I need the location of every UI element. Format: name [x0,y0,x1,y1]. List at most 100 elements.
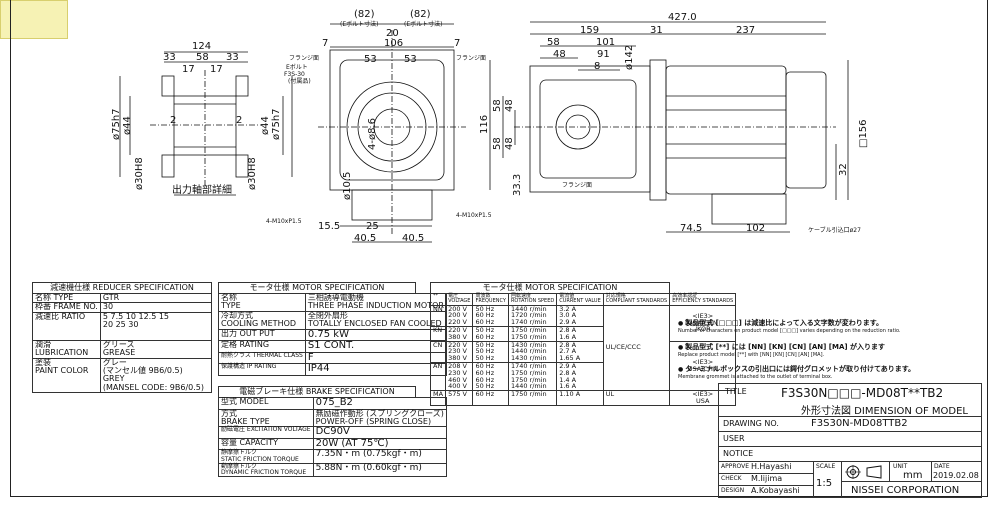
spec-key: 保護構造 IP RATING [218,363,306,376]
dim-7a: 7 [322,38,328,49]
check-name: M.Iijima [751,474,783,483]
title-label: TITLE [725,387,747,396]
cell-voltage: 208 V 230 V 460 V 400 V [445,361,474,392]
dim-106: 106 [384,38,403,49]
dim-2b: 2 [236,115,242,126]
shaft-detail-view [119,51,293,196]
dim-58d: 58 [492,137,503,150]
col-header: 回転速度 ROTATION SPEED [507,293,558,306]
spec-key: 出力 OUT PUT [218,328,306,342]
title-block: TITLE F3S30N□□□-MD08T**TB2 外形寸法図 DIMENSI… [718,383,982,498]
col-header: 周波数 FREQUENCY [472,293,509,306]
spec-key: 型式 MODEL [218,397,314,410]
spec-key: 減速比 RATIO [32,311,101,341]
side-view [489,21,849,233]
cell-code: KN [429,325,447,342]
dim-m10b: 4-M10xP1.5 [456,212,492,219]
spec-value: F [304,351,447,365]
cell-current: 2.8 A 1.6 A [556,325,604,342]
dim-25: 25 [366,221,379,232]
unit-label: UNIT [893,463,908,470]
drawing-no-label: DRAWING NO. [723,419,779,428]
dim-82a: (82) [354,9,375,20]
dim-159: 159 [580,25,599,36]
dim-phi44a: ø44 [122,116,133,135]
col-header: 電圧 VOLTAGE [445,293,474,306]
dim-m10a: 4-M10xP1.5 [266,218,302,225]
dim-58c: 58 [492,99,503,112]
company-name: NISSEI CORPORATION [851,485,960,496]
dim-124: 124 [192,41,211,52]
spec-key: 耐熱クラス THERMAL CLASS [218,351,306,365]
spec-key: 冷却方式 COOLING METHOD [218,310,306,330]
dim-427: 427.0 [668,12,697,23]
cell-current: 2.8 A 2.7 A 1.65 A [556,340,604,364]
spec-key: 潤滑 LUBRICATION [32,339,101,359]
flange-face-label-3: フランジ面 [562,182,592,189]
spec-value: 20W (AT 75℃) [312,437,447,451]
spec-value: グリース GREASE [99,339,213,359]
eyebolt-dim-note-2: (Eボルト寸法) [404,20,442,28]
eyebolt-dim-note: (Eボルト寸法) [340,20,378,28]
projection-symbol-icon [845,465,882,479]
cell-frequency: 60 Hz 60 Hz 60 Hz 50 Hz [472,361,509,392]
scale-value: 1:5 [816,478,833,489]
table-row: MA 575 V 60 Hz 1750 r/min 1.10 A UL <IE3… [429,390,737,406]
cell-voltage: 200 V 200 V 220 V [445,304,474,327]
cell-code: CN [429,340,447,364]
design-label: DESIGN [721,487,745,494]
dim-237: 237 [736,25,755,36]
dim-155: 15.5 [318,221,340,232]
dim-48b: 48 [504,99,515,112]
spec-value: IP44 [304,363,447,376]
cell-frequency: 50 Hz 50 Hz 50 Hz [472,340,509,364]
cell-standards: UL/CE/CCC [602,304,671,392]
check-label: CHECK [721,475,742,482]
dim-48c: 48 [504,137,515,150]
date-label: DATE [934,463,950,470]
spec-value: GTR [99,292,213,304]
cell-voltage: 220 V 230 V 380 V [445,340,474,364]
cell-speed: 1750 r/min [507,390,558,406]
cell-current: 1.10 A [556,390,604,406]
spec-value: S1 CONT. [304,340,447,353]
spec-key: 定格 RATING [218,340,306,353]
dim-phi75a: ø75h7 [111,108,122,140]
cell-efficiency: <IE3> USA/CHN /KOR [669,304,737,342]
dim-405b: 40.5 [402,233,424,244]
cell-code: NN [429,304,447,327]
note-en: Replace product model [**] with [NN] [KN… [678,352,825,358]
detail-caption: 出力軸部詳細 [172,183,232,196]
cell-current: 3.2 A 3.0 A 2.9 A [556,304,604,327]
approve-name: H.Hayashi [751,462,792,471]
design-name: A.Kobayashi [751,486,800,495]
dim-phi44b: ø44 [260,116,271,135]
cell-voltage: 220 V 380 V [445,325,474,342]
approve-label: APPROVE [721,463,750,470]
drawing-frame [10,0,988,497]
spec-value: 三相誘導電動機 THREE PHASE INDUCTION MOTOR [304,293,447,312]
note-jp: 製品型式 [□□□] は減速比によって入る文字数が変わります。 [685,319,884,327]
cell-frequency: 60 Hz [472,390,509,406]
highlight-tag [0,0,68,39]
cell-voltage: 575 V [445,390,474,406]
table-row: AN 208 V 230 V 460 V 400 V 60 Hz 60 Hz 6… [429,361,736,392]
cell-frequency: 50 Hz 60 Hz [472,325,509,342]
cell-code: AN [429,361,447,392]
dim-phi142: ø142 [624,45,635,70]
scale-label: SCALE [816,463,836,470]
note-3: ● ターミナルボックスの引出口には鍔付グロメットが取り付けてあります。 Memb… [678,365,916,380]
spec-key: 枠番 FRAME NO. [32,302,101,313]
spec-key: 方式 BRAKE TYPE [218,408,314,428]
cell-efficiency: <IE3> USA [669,390,737,406]
cell-speed: 1740 r/min 1750 r/min 1750 r/min 1440 r/… [507,361,558,392]
table-header-row: ** 電圧 VOLTAGE 周波数 FREQUENCY 回転速度 ROTATIO… [429,293,737,306]
